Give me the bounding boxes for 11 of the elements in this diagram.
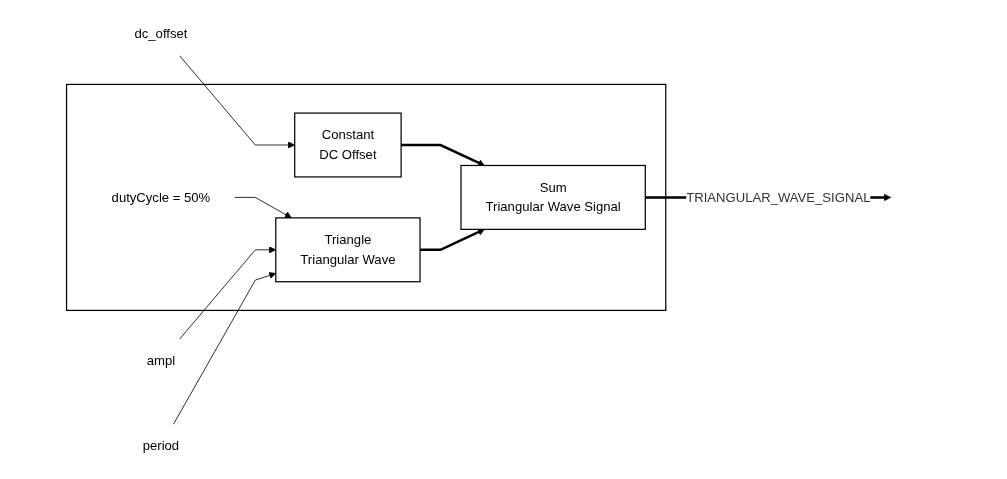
- arrow: [401, 143, 486, 166]
- node-box: Constant DC Offset: [294, 111, 402, 178]
- node-text: ampl: [146, 353, 176, 368]
- node-box: Sum Triangular Wave Signal: [460, 164, 647, 230]
- node-text: dc_offset: [134, 25, 188, 40]
- cluster: [66, 83, 667, 311]
- node-text: period: [142, 438, 180, 453]
- arrow: [420, 228, 486, 251]
- node-text: dutyCycle = 50%: [111, 189, 211, 204]
- edge-label: TRIANGULAR_WAVE_SIGNAL: [686, 189, 871, 204]
- node-box: Triangle Triangular Wave: [275, 216, 421, 282]
